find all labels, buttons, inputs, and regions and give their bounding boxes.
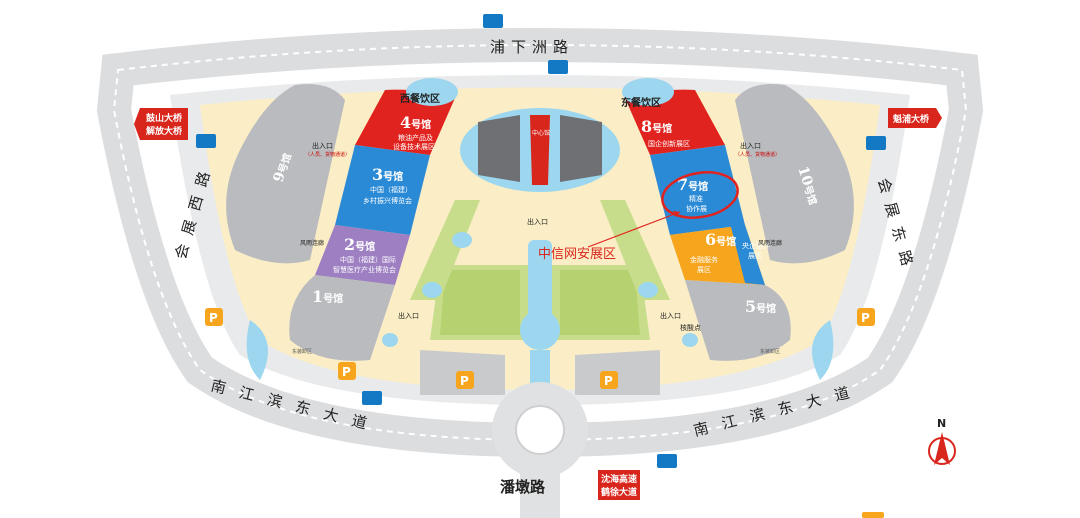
- svg-text:乡村振兴博览会: 乡村振兴博览会: [363, 196, 412, 205]
- svg-text:N: N: [937, 417, 946, 430]
- svg-text:5号馆: 5号馆: [745, 297, 776, 316]
- svg-text:沈海高速: 沈海高速: [601, 473, 637, 485]
- bus-icon: [657, 454, 677, 468]
- svg-text:精准: 精准: [689, 194, 703, 203]
- entrance-center: 出入口: [527, 217, 548, 226]
- bus-icons: [196, 14, 886, 468]
- svg-text:魁浦大桥: 魁浦大桥: [893, 113, 930, 125]
- hall-9[interactable]: 9号馆: [226, 84, 345, 264]
- bridge-sign-bottom: 沈海高速 鹤徐大道: [598, 470, 640, 500]
- svg-text:P: P: [861, 311, 870, 325]
- bus-icon: [483, 14, 503, 28]
- parking-icons: P P P P P: [205, 308, 875, 389]
- park-areas: [410, 200, 670, 340]
- svg-text:3号馆: 3号馆: [372, 165, 403, 184]
- svg-text:P: P: [604, 374, 613, 388]
- hall-5[interactable]: 5号馆: [685, 280, 791, 361]
- svg-text:2号馆: 2号馆: [344, 235, 375, 254]
- svg-text:东装卸区: 东装卸区: [760, 348, 780, 355]
- hall-3[interactable]: 3号馆 中国（福建） 乡村振兴博览会: [335, 145, 430, 235]
- bus-icon: [548, 60, 568, 74]
- svg-text:鼓山大桥: 鼓山大桥: [146, 112, 183, 124]
- svg-text:解放大桥: 解放大桥: [146, 125, 183, 137]
- road-south: 潘墩路: [500, 478, 546, 496]
- svg-text:8号馆: 8号馆: [641, 117, 672, 136]
- bridge-sign-right: 魁浦大桥: [888, 108, 942, 128]
- svg-text:P: P: [209, 311, 218, 325]
- svg-text:展区: 展区: [697, 266, 711, 274]
- entrance-nw: 出入口: [312, 141, 333, 150]
- entrance-ne: 出入口: [740, 141, 761, 150]
- bridge-sign-left: 鼓山大桥 解放大桥: [134, 108, 188, 140]
- highlight-annotation: 中信网安展区: [538, 171, 739, 262]
- svg-text:1号馆: 1号馆: [312, 287, 343, 306]
- hall-10[interactable]: 10号馆: [735, 84, 854, 264]
- svg-text:央企协作: 央企协作: [742, 241, 770, 250]
- center-hall[interactable]: 中心馆: [460, 108, 620, 192]
- svg-text:东餐饮区: 东餐饮区: [621, 96, 661, 109]
- east-dining-zone: 东餐饮区: [621, 78, 674, 109]
- outer-road-ring: [96, 28, 984, 458]
- svg-text:国企创新展区: 国企创新展区: [648, 139, 690, 148]
- parking-icon: P: [338, 362, 356, 380]
- parking-icon: P: [857, 308, 875, 326]
- svg-text:金融服务: 金融服务: [690, 255, 718, 264]
- svg-text:展区: 展区: [748, 252, 762, 260]
- water-features: [246, 232, 834, 385]
- svg-text:风雨连廊: 风雨连廊: [758, 239, 782, 247]
- svg-text:粮油产品及: 粮油产品及: [398, 133, 433, 142]
- svg-text:风雨连廊: 风雨连廊: [300, 239, 324, 247]
- svg-text:协作展: 协作展: [686, 204, 707, 213]
- parking-icon: P: [600, 371, 618, 389]
- annotation-label: 中信网安展区: [538, 247, 616, 262]
- svg-text:6号馆: 6号馆: [705, 230, 736, 249]
- west-dining-zone: 西餐饮区: [400, 78, 458, 106]
- entrance-se: 出入口: [660, 311, 681, 320]
- parking-icon: P: [205, 308, 223, 326]
- bus-icon: [362, 391, 382, 405]
- road-north: 浦下洲路: [490, 38, 574, 56]
- hall-8[interactable]: 8号馆 国企创新展区: [625, 89, 725, 155]
- svg-text:鹤徐大道: 鹤徐大道: [601, 486, 637, 498]
- svg-text:中心馆: 中心馆: [532, 129, 550, 137]
- svg-text:东装卸区: 东装卸区: [292, 348, 312, 355]
- corner-tab: [862, 512, 884, 518]
- hall-1[interactable]: 1号馆: [289, 275, 395, 361]
- north-compass: N: [928, 417, 956, 465]
- entrance-labels: 出入口 （人员、货物通道） 出入口 （人员、货物通道） 出入口 出入口 出入口 …: [292, 141, 782, 355]
- svg-text:P: P: [460, 374, 469, 388]
- svg-text:中国（福建）国际: 中国（福建）国际: [340, 255, 396, 264]
- svg-text:智慧医疗产业博览会: 智慧医疗产业博览会: [333, 265, 396, 274]
- south-roundabout: [492, 382, 588, 518]
- svg-text:设备技术展区: 设备技术展区: [393, 142, 435, 151]
- svg-text:（人员、货物通道）: （人员、货物通道）: [305, 151, 350, 158]
- svg-text:7号馆: 7号馆: [677, 175, 708, 194]
- hall-4[interactable]: 4号馆 粮油产品及 设备技术展区: [355, 89, 455, 155]
- bus-icon: [866, 136, 886, 150]
- parking-icon: P: [456, 371, 474, 389]
- svg-text:（人员、货物通道）: （人员、货物通道）: [735, 151, 780, 158]
- bus-icon: [196, 134, 216, 148]
- svg-text:4号馆: 4号馆: [400, 113, 431, 132]
- svg-text:西餐饮区: 西餐饮区: [400, 92, 440, 105]
- entrance-sw: 出入口: [398, 311, 419, 320]
- hall-6[interactable]: 6号馆 金融服务 展区 央企协作 展区: [670, 223, 770, 285]
- hall-2[interactable]: 2号馆 中国（福建）国际 智慧医疗产业博览会: [315, 225, 410, 285]
- north-arrow-icon: [934, 432, 950, 465]
- nucleic-point: 核酸点: [680, 323, 701, 332]
- svg-text:P: P: [342, 365, 351, 379]
- svg-text:中国（福建）: 中国（福建）: [370, 185, 412, 194]
